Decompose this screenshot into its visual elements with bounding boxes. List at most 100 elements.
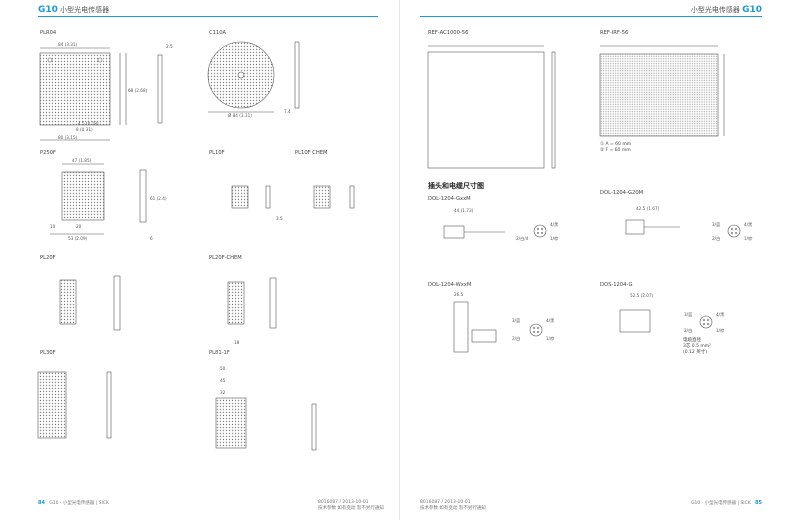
page-number-left: 84 <box>38 500 45 506</box>
wire-label-2b: 2/白 <box>712 235 720 242</box>
brand-left: G10 <box>38 5 58 15</box>
dim-d42: 42.5 (1.67) <box>636 206 660 211</box>
dim-d7-4: 7.4 <box>284 109 291 114</box>
wire-label-1: 1/棕 <box>550 235 558 242</box>
ref-irf-drawing <box>599 53 719 137</box>
dol-wxxm-connector-drawing <box>453 301 469 353</box>
dim-d84: 84 (3.31) <box>58 42 78 47</box>
dim-d45: 45 <box>220 378 226 383</box>
model-label-pl81-1f: PL81-1F <box>209 350 230 356</box>
footer-doc-right: 8016087 / 2013-10-01 <box>420 500 471 505</box>
wire-label-1d: 1/棕 <box>716 327 724 334</box>
model-label-ref-irf: REF-IRF-56 <box>600 30 629 36</box>
header-rule-right <box>420 16 762 17</box>
dol-gxxm-pinout <box>533 224 547 238</box>
footer-right-text: G10 · 小型光电传感器 | SICK <box>691 501 751 506</box>
wire-label-4d: 4/黑 <box>716 312 724 318</box>
dim-d52-5: 52.5 (2.07) <box>630 293 654 298</box>
footer-mid-left: 8016087 / 2013-10-01 技术参数 如有变动 恕不另行通知 <box>318 500 384 511</box>
model-label-ref-ac1000: REF-AC1000-56 <box>428 30 469 36</box>
note-cable-spec: 3芯 0.5 mm² <box>683 344 711 349</box>
brand-right: G10 <box>742 5 762 15</box>
dim-d3-5: 3.5 <box>276 216 283 221</box>
dos-g-pinout <box>699 315 713 329</box>
wire-label-1b: 1/棕 <box>744 235 752 242</box>
dim-d6: 6 <box>150 236 153 241</box>
header-right-title: 小型光电传感器 <box>690 6 740 14</box>
note-cable-dia: 电缆直径 <box>683 338 701 343</box>
header-left: G10 小型光电传感器 <box>38 5 109 15</box>
footer-left: 84 G10 · 小型光电传感器 | SICK <box>38 500 109 506</box>
dim-d2-5: 2.5 <box>166 44 173 49</box>
dim-d4-5: 4.5 (0.18) <box>78 121 99 126</box>
model-label-dol-wxxm: DOL-1204-WxxM <box>428 282 472 288</box>
plr04-side-drawing <box>157 54 163 124</box>
dim-d18: 18 <box>234 340 240 345</box>
model-label-pl10f-chem: PL10F CHEM <box>295 150 328 156</box>
dim-d8: 8 (0.31) <box>76 127 93 132</box>
model-label-pl20f-chem: PL20F-CHEM <box>209 255 242 261</box>
c110a-side-drawing <box>294 41 300 109</box>
footer-mid-right: 8016087 / 2013-10-01 技术参数 如有变动 恕不另行通知 <box>420 500 486 511</box>
wire-label-2d: 2/白 <box>684 327 692 334</box>
wire-label-3d: 3/蓝 <box>684 311 692 317</box>
dol-wxxm-pinout <box>529 323 543 337</box>
footer-note-left: 技术参数 如有变动 恕不另行通知 <box>318 506 384 511</box>
section-title: 插头和电缆尺寸图 <box>428 182 484 190</box>
dim-d47: 47 (1.85) <box>72 158 92 163</box>
model-label-dos-g: DOS-1204-G <box>600 282 633 288</box>
note-cable-spec2: (0.12 英寸) <box>683 350 707 355</box>
dim-d61: 61 (2.4) <box>150 196 167 201</box>
dim-d80: 80 (3.15) <box>58 135 78 140</box>
ref-ac1000-drawing <box>427 51 545 169</box>
model-label-plr04: PLR04 <box>40 30 57 36</box>
pl20f-front-drawing <box>59 279 77 325</box>
dim-d53: 53 (2.09) <box>68 236 88 241</box>
footer-left-text: G10 · 小型光电传感器 | SICK <box>49 501 109 506</box>
wire-label-4: 4/黑 <box>550 222 558 228</box>
pl20f-side-drawing <box>113 275 121 331</box>
page-spine <box>399 0 400 520</box>
dol-gxxm-connector-drawing <box>443 225 465 239</box>
wire-label-2c: 2/白 <box>512 335 520 342</box>
dim-d44: 44 (1.73) <box>454 208 474 213</box>
dim-d68: 68 (2.68) <box>128 88 148 93</box>
plr04-front-drawing <box>39 52 111 126</box>
model-label-pl10f: PL10F <box>209 150 225 156</box>
model-label-dol-gxxm: DOL-1204-GxxM <box>428 196 471 202</box>
dol-g20m-pinout <box>727 224 741 238</box>
wire-label-3b: 3/蓝 <box>712 221 720 227</box>
pl30f-front-drawing <box>37 371 67 439</box>
page-number-right: 85 <box>755 500 762 506</box>
note-irf-a: ① A = 60 mm <box>600 142 632 147</box>
dim-d84b: Ø 84 (3.31) <box>228 113 252 118</box>
header-right: 小型光电传感器 G10 <box>691 5 762 15</box>
header-rule-left <box>38 16 378 17</box>
model-label-dol-g20m: DOL-1204-G20M <box>600 190 644 196</box>
p250f-front-drawing <box>61 171 105 221</box>
wire-label-4b: 4/黑 <box>744 222 752 228</box>
model-label-c110a: C110A <box>209 30 227 36</box>
pl10f-chem-front-drawing <box>313 185 331 209</box>
wire-label-24: 2/白/4 <box>516 235 529 242</box>
dim-d26-5: 26.5 <box>454 292 464 297</box>
model-label-p250f: P250F <box>40 150 57 156</box>
dos-g-connector-drawing <box>619 309 651 333</box>
dim-d50: 50 <box>220 366 226 371</box>
dol-g20m-connector-drawing <box>625 219 645 235</box>
note-irf-b: ② F = 60 mm <box>600 148 631 153</box>
wire-label-3c: 3/蓝 <box>512 317 520 323</box>
footer-right: G10 · 小型光电传感器 | SICK 85 <box>691 500 762 506</box>
model-label-pl30f: PL30F <box>40 350 56 356</box>
wire-label-1c: 1/棕 <box>546 335 554 342</box>
pl10f-front-drawing <box>231 185 249 209</box>
footer-note-right: 技术参数 如有变动 恕不另行通知 <box>420 506 486 511</box>
dim-d10: 10 <box>50 224 56 229</box>
pl81-1f-front-drawing <box>215 397 247 449</box>
dim-d20: 20 <box>76 224 82 229</box>
header-left-title: 小型光电传感器 <box>60 6 110 14</box>
pl20f-chem-front-drawing <box>227 281 245 325</box>
model-label-pl20f: PL20F <box>40 255 56 261</box>
p250f-side-drawing <box>139 169 147 223</box>
